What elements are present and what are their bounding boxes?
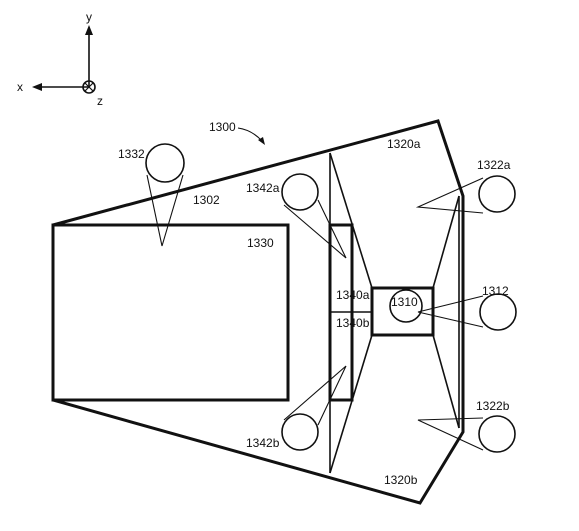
sensor-1322b-lens-icon [478,415,516,453]
x-axis-arrow-icon [32,83,42,91]
label-1332: 1332 [118,147,145,161]
region-1320a-right [432,195,460,289]
sensor-1342a-cone [283,199,347,259]
sensor-1342a [281,173,347,259]
figure-arrow-icon [258,137,265,145]
figure-leader-line [237,127,263,142]
sensor-1322a [415,175,516,214]
label-1342a: 1342a [246,181,280,195]
sensor-1342a-lens-icon [281,173,319,211]
sensor-1322b [417,415,516,453]
figure-reference: 1300 [209,120,265,145]
region-1320b-left [329,334,373,474]
region-1320b-right [432,334,460,429]
label-1320b: 1320b [384,473,418,487]
sensor-1312-lens-icon [479,293,517,331]
sensor-1332-lens-icon [145,143,185,183]
element-1310-circle [389,289,423,323]
label-1340b: 1340b [336,316,370,330]
label-1340a: 1340a [336,288,370,302]
figure-number: 1300 [209,120,236,134]
y-axis-label: y [86,10,92,24]
label-1320a: 1320a [387,137,421,151]
y-axis-arrow-icon [85,25,93,35]
label-1312: 1312 [482,284,509,298]
axis-triad: y x z [17,10,103,108]
x-axis-label: x [17,80,23,94]
z-axis-into-page-icon [82,80,96,94]
z-axis-label: z [97,94,103,108]
sensor-1322a-lens-icon [478,175,516,213]
sensor-1342b-cone [283,365,347,426]
sensor-1342b [281,365,347,451]
label-1342b: 1342b [246,436,280,450]
label-1302: 1302 [193,193,220,207]
sensor-1332 [145,143,185,247]
region-1320a-left [329,152,373,289]
sensor-1312-cone [417,295,484,328]
sensor-1322b-cone [417,417,484,451]
label-1330: 1330 [247,236,274,250]
sensor-1332-cone [146,174,184,247]
label-1322a: 1322a [477,158,511,172]
sensor-1342b-lens-icon [281,413,319,451]
label-1310: 1310 [391,295,418,309]
label-1322b: 1322b [476,399,510,413]
sensor-1312 [417,293,517,331]
rectangle-1330 [51,223,290,402]
element-1310-box [370,286,435,337]
sensor-1322a-cone [415,177,484,214]
